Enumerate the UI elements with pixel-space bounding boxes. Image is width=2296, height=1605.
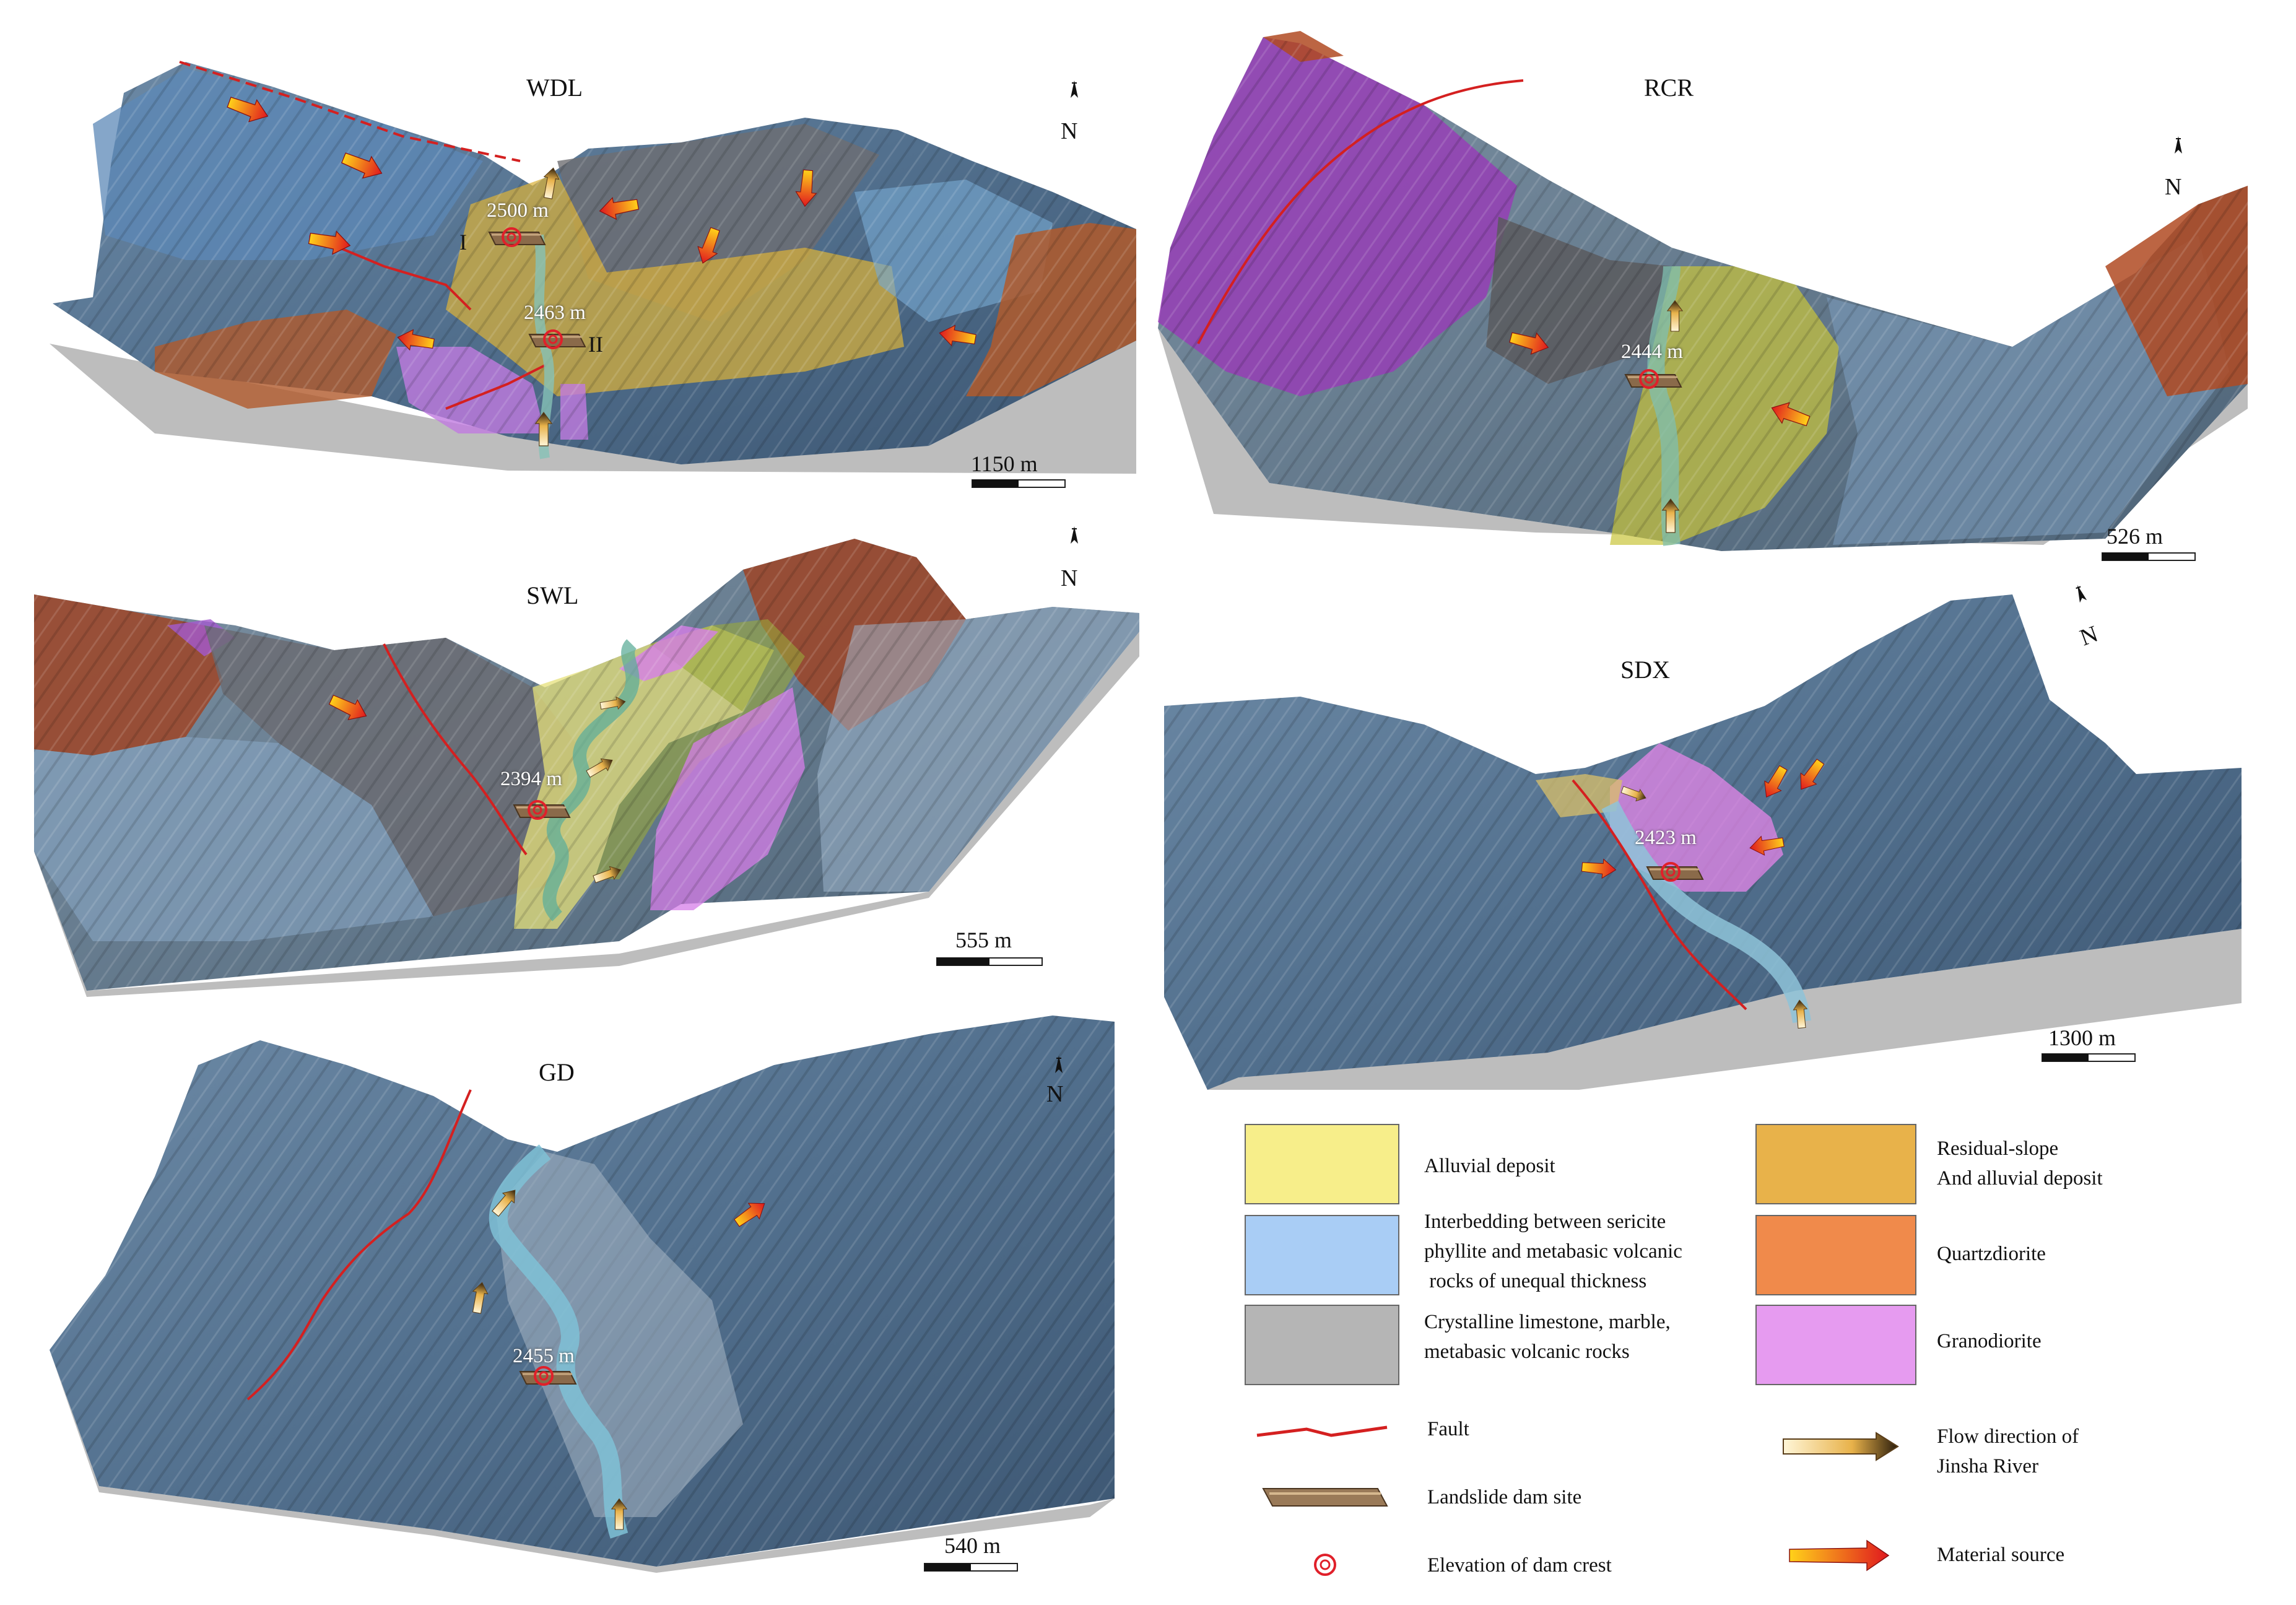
legend-label-fault: Fault (1427, 1418, 1469, 1440)
wdl-fault-upper (179, 61, 521, 162)
rcr-fault (1197, 79, 1524, 344)
legend-label-limestone: Crystalline limestone, marble, metabasic… (1424, 1311, 1671, 1363)
scale-label-sdx: 1300 m (2048, 1025, 2116, 1050)
panel-gd (50, 1016, 1115, 1573)
panel-sdx (1164, 585, 2242, 1090)
legend-label-dam-site: Landslide dam site (1427, 1486, 1582, 1508)
north-label-gd: N (1046, 1081, 1064, 1107)
fault-line-icon (1256, 1425, 1388, 1437)
panel-title-gd: GD (539, 1058, 575, 1086)
wdl-block-base (50, 341, 1136, 474)
gd-block-base (50, 1350, 1115, 1573)
sdx-river (1601, 801, 1811, 1024)
wdl-north-arrow-icon (1071, 80, 1078, 98)
elevation-label-wdl-2: 2463 m (524, 302, 586, 324)
legend-symbols (1256, 1425, 1899, 1576)
rcr-scalebar-icon (2102, 552, 2196, 561)
elevation-label-rcr: 2444 m (1621, 341, 1683, 363)
swl-scalebar-icon (936, 957, 1043, 966)
sdx-yellow-unit (1536, 774, 1622, 817)
panel-rcr (1158, 31, 2248, 561)
dam-site-icon (1262, 1488, 1388, 1507)
rcr-north-arrow-icon (2175, 136, 2182, 154)
legend-label-material: Material source (1937, 1544, 2065, 1566)
scale-label-swl: 555 m (955, 928, 1012, 952)
scale-label-rcr: 526 m (2107, 524, 2163, 549)
legend-swatch-interbedding (1245, 1215, 1399, 1295)
dam-label-wdl-2: II (588, 332, 603, 357)
material-arrow-icon (1789, 1539, 1890, 1572)
panel-title-rcr: RCR (1644, 74, 1694, 102)
sdx-purple-unit (1610, 743, 1783, 892)
legend-label-elevation: Elevation of dam crest (1427, 1554, 1612, 1577)
elevation-label-gd: 2455 m (513, 1345, 575, 1367)
legend-swatch-residual (1755, 1124, 1916, 1204)
rcr-ridge-texture (1158, 37, 2248, 551)
north-label-wdl: N (1061, 118, 1078, 144)
panel-title-sdx: SDX (1620, 656, 1671, 684)
legend-label-quartzdiorite: Quartzdiorite (1937, 1243, 2046, 1265)
sdx-scalebar-icon (2042, 1053, 2136, 1062)
gd-scalebar-icon (924, 1563, 1018, 1572)
gd-fault (246, 1089, 472, 1401)
gd-valley-floor (495, 1152, 743, 1517)
wdl-fault-lower (445, 364, 546, 410)
legend-swatch-alluvial (1245, 1124, 1399, 1204)
legend-label-interbedding: Interbedding between sericite phyllite a… (1424, 1211, 1682, 1292)
swl-fault (383, 643, 528, 856)
elevation-label-wdl-1: 2500 m (487, 199, 549, 222)
swl-river (542, 639, 640, 921)
legend-swatch-granodiorite (1755, 1305, 1916, 1385)
panel-title-wdl: WDL (526, 74, 583, 102)
panel-swl (34, 526, 1139, 997)
legend-label-alluvial: Alluvial deposit (1424, 1155, 1555, 1177)
panel-wdl (50, 61, 1136, 488)
north-label-swl: N (1061, 565, 1078, 591)
wdl-fault-mid (309, 234, 472, 311)
wdl-scalebar-icon (972, 479, 1066, 488)
legend-label-flow: Flow direction of Jinsha River (1937, 1425, 2079, 1477)
dam-label-wdl-1: I (459, 230, 467, 254)
legend-swatch-quartzdiorite (1755, 1215, 1916, 1295)
legend-label-residual: Residual-slope And alluvial deposit (1937, 1137, 2103, 1190)
target-icon (1314, 1554, 1336, 1576)
scale-label-gd: 540 m (944, 1533, 1001, 1558)
flow-arrow-icon (1783, 1432, 1899, 1461)
legend-swatch-limestone (1245, 1305, 1399, 1385)
north-label-rcr: N (2165, 174, 2182, 200)
sdx-north-arrow-icon (2076, 585, 2087, 603)
swl-north-arrow-icon (1071, 526, 1078, 544)
sdx-fault (1572, 779, 1747, 1011)
elevation-label-sdx: 2423 m (1635, 827, 1697, 849)
elevation-label-swl: 2394 m (500, 768, 562, 790)
legend-label-granodiorite: Granodiorite (1937, 1330, 2042, 1352)
scale-label-wdl: 1150 m (971, 451, 1038, 476)
swl-block-base (34, 632, 1139, 997)
panel-title-swl: SWL (526, 581, 579, 609)
gd-north-arrow-icon (1055, 1056, 1063, 1073)
wdl-ridge-texture (53, 62, 1136, 464)
